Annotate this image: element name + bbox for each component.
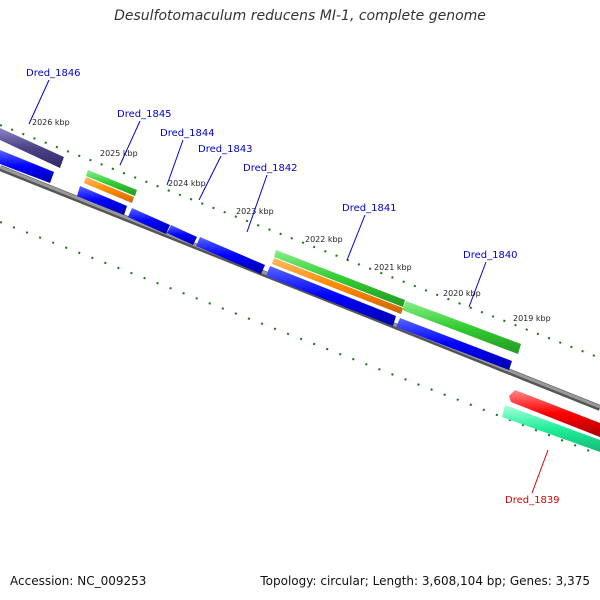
gene-label-dred-1842[interactable]: Dred_1842 — [243, 163, 298, 174]
topology-text: Topology: circular; Length: 3,608,104 bp… — [260, 574, 590, 588]
gene-label-dred-1845[interactable]: Dred_1845 — [117, 109, 172, 120]
cds-dred-1843 — [167, 225, 197, 245]
gene-label-dred-1844[interactable]: Dred_1844 — [160, 128, 215, 139]
kbp-label: 2022 kbp — [305, 235, 343, 244]
gene-track-dred-1840[interactable] — [396, 301, 521, 370]
gene-track-dred-1842[interactable] — [196, 237, 265, 274]
kbp-label: 2023 kbp — [236, 207, 274, 216]
gene-label-dred-1841[interactable]: Dred_1841 — [342, 203, 397, 214]
gene-label-dred-1846[interactable]: Dred_1846 — [26, 68, 81, 79]
cds-dred-1841 — [266, 266, 396, 326]
gene-leader-lines — [28, 79, 549, 494]
gene-track-dred-1843[interactable] — [167, 225, 197, 245]
gene-labels: Dred_1846 Dred_1845 Dred_1844 Dred_1843 … — [26, 68, 560, 506]
kbp-label: 2019 kbp — [513, 314, 551, 323]
gene-track-dred-1846[interactable] — [0, 128, 64, 183]
cds-dred-1839 — [502, 405, 600, 452]
upper-tick-row — [0, 124, 600, 359]
cds-dred-1845 — [77, 186, 127, 215]
gene-track-dred-1844[interactable] — [128, 208, 170, 234]
kbp-label: 2024 kbp — [168, 179, 206, 188]
gene-label-dred-1843[interactable]: Dred_1843 — [198, 144, 253, 155]
gene-track-dred-1845[interactable] — [77, 170, 137, 215]
gene-track-dred-1841[interactable] — [266, 250, 405, 326]
kbp-label: 2021 kbp — [374, 263, 412, 272]
gene-label-dred-1839[interactable]: Dred_1839 — [505, 495, 560, 506]
cds-dred-1846 — [0, 150, 54, 183]
kbp-labels: 2026 kbp 2025 kbp 2024 kbp 2023 kbp 2022… — [32, 118, 551, 323]
kbp-label: 2025 kbp — [100, 149, 138, 158]
cds-dred-1840 — [396, 318, 512, 370]
cds-dred-1844 — [128, 208, 170, 234]
gene-label-dred-1840[interactable]: Dred_1840 — [463, 250, 518, 261]
kbp-label: 2020 kbp — [443, 289, 481, 298]
gene-track-dred-1839[interactable] — [502, 390, 600, 452]
page-title: Desulfotomaculum reducens MI-1, complete… — [114, 8, 486, 24]
cds-dred-1842 — [196, 237, 265, 274]
kbp-label: 2026 kbp — [32, 118, 70, 127]
accession-text: Accession: NC_009253 — [10, 574, 147, 588]
